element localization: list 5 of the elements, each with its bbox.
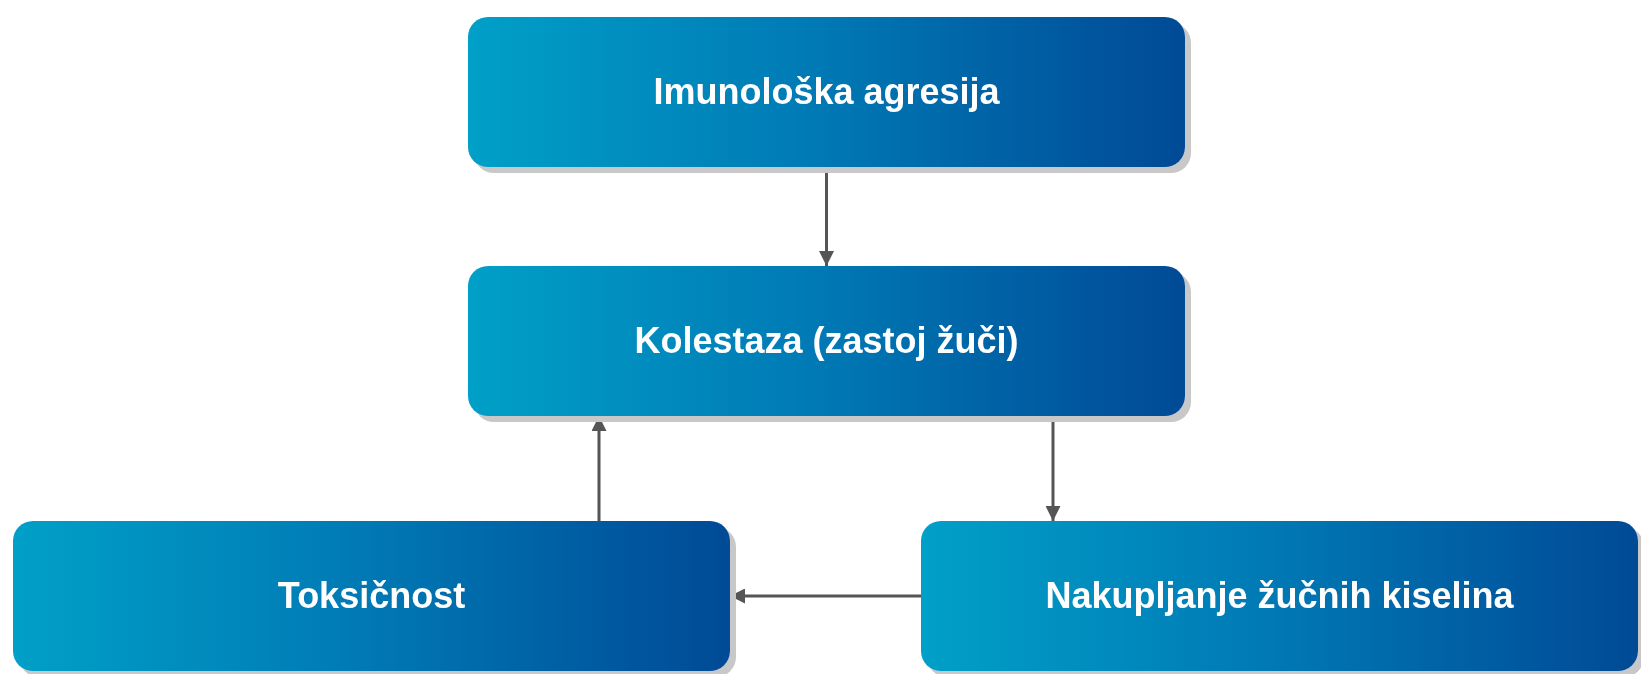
box-label: Nakupljanje žučnih kiselina — [1045, 575, 1514, 617]
box-label: Kolestaza (zastoj žuči) — [634, 320, 1019, 362]
process-box — [921, 521, 1638, 671]
box-label: Toksičnost — [277, 575, 466, 617]
box-label: Imunološka agresija — [653, 71, 1000, 113]
